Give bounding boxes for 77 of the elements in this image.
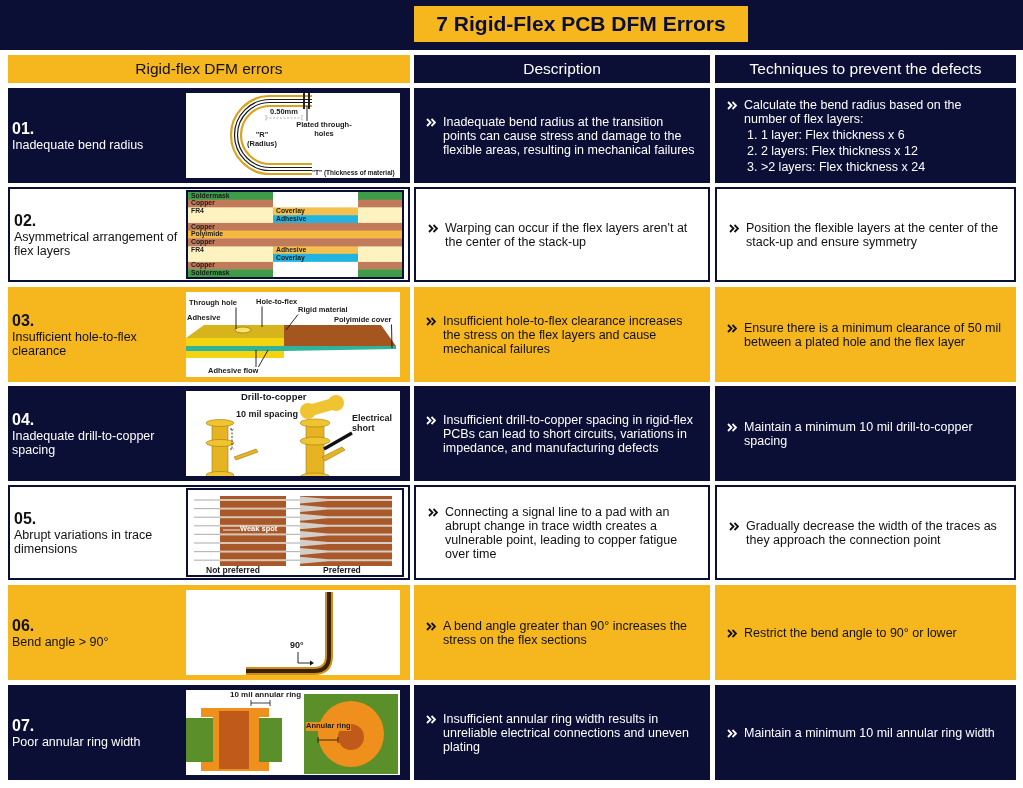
diagram-label: 10 mil annular ring: [230, 690, 302, 699]
illustration-panel: [184, 290, 402, 379]
technique-cell: [715, 88, 1016, 183]
description-cell: [414, 685, 710, 780]
leader-line: [222, 529, 241, 531]
leader-line: [285, 314, 299, 331]
description-text: Connecting a signal line to a pad with an abrupt change in trace width creates a vulnerable point, leading to copper fatigue over time: [445, 504, 679, 561]
error-name: Insufficient hole-to-flex clearance: [12, 330, 138, 358]
row-card: [8, 88, 410, 183]
row-number: 02.: [14, 211, 38, 230]
technique-cell: [715, 585, 1016, 680]
description-text: Inadequate bend radius at the transition points can cause stress and damage to the flexible areas, resulting in mechanical failures: [443, 114, 696, 157]
description-text: A bend angle greater than 90° increases the stress on the flex sections: [443, 618, 689, 647]
description-cell: [414, 585, 710, 680]
technique-text: Ensure there is a minimum clearance of 50 mil between a plated hole and the flex layer: [744, 320, 1003, 349]
row-number: 05.: [14, 509, 38, 528]
leader-line: [257, 349, 269, 368]
description-cell: [414, 386, 710, 481]
technique-text: Maintain a minimum 10 mil drill-to-copper spacing: [744, 419, 974, 448]
row-card: [8, 485, 410, 580]
row-number: 04.: [12, 410, 36, 429]
row-card: [8, 585, 410, 680]
diagram-label: 10 mil spacing: [236, 409, 299, 419]
technique-text: Gradually decrease the width of the traces as they approach the connection point: [746, 518, 998, 547]
diagram-label: Drill-to-copper: [241, 392, 307, 403]
illustration-panel: [184, 91, 402, 180]
technique-cell: [715, 485, 1016, 580]
error-name: Asymmetrical arrangement of flex layers: [14, 230, 179, 258]
description-text: Insufficient annular ring width results in unreliable electrical connections and uneven plating: [443, 711, 690, 754]
column-header: Description: [414, 55, 710, 83]
leader-line: [255, 349, 257, 368]
callout-label: Electrical short: [352, 413, 398, 433]
error-name: Bend angle > 90°: [12, 635, 110, 649]
illustration-panel: [186, 488, 404, 577]
leader-line: [235, 307, 237, 330]
technique-cell: [715, 287, 1016, 382]
technique-text: Restrict the bend angle to 90° or lower: [744, 625, 957, 640]
error-name: Inadequate drill-to-copper spacing: [12, 429, 156, 457]
row-card: [8, 386, 410, 481]
description-cell: [414, 287, 710, 382]
column-header: Techniques to prevent the defects: [715, 55, 1016, 83]
leader-line: [323, 431, 353, 451]
row-number: 03.: [12, 311, 36, 330]
leader-line: [261, 306, 263, 328]
row-card: [8, 187, 410, 282]
description-text: Warping can occur if the flex layers aren't at the center of the stack-up: [445, 220, 689, 249]
list-item: 3. >2 layers: Flex thickness x 24: [747, 159, 926, 174]
description-cell: [414, 187, 710, 282]
row-card: [8, 685, 410, 780]
title: 7 Rigid-Flex PCB DFM Errors: [414, 6, 748, 42]
row-number: 07.: [12, 716, 36, 735]
description-cell: [414, 485, 710, 580]
list-item: 1. 1 layer: Flex thickness x 6: [747, 127, 905, 142]
row-number: 01.: [12, 119, 36, 138]
technique-text: Calculate the bend radius based on the number of flex layers:: [744, 97, 963, 126]
technique-cell: [715, 386, 1016, 481]
column-header: Rigid-flex DFM errors: [8, 55, 410, 83]
diagram-label: Not preferred: [206, 566, 260, 576]
description-text: Insufficient hole-to-flex clearance increases the stress on the flex layers and cause mechanical failures: [443, 313, 684, 356]
illustration-panel: [184, 588, 402, 677]
diagram-label: 90°: [290, 640, 304, 650]
error-name: Inadequate bend radius: [12, 138, 145, 152]
illustration-panel: [184, 389, 402, 478]
description-cell: [414, 88, 710, 183]
error-name: Poor annular ring width: [12, 735, 142, 749]
technique-text: Maintain a minimum 10 mil annular ring width: [744, 725, 995, 740]
technique-cell: [715, 685, 1016, 780]
leader-line: [306, 105, 308, 122]
description-text: Insufficient drill-to-copper spacing in rigid-flex PCBs can lead to short circuits, variations in impedance, and manufacturing defects: [443, 412, 694, 455]
row-card: [8, 287, 410, 382]
leader-line: [391, 324, 393, 349]
technique-cell: [715, 187, 1016, 282]
technique-text: Position the flexible layers at the center of the stack-up and ensure symmetry: [746, 220, 1000, 249]
error-name: Abrupt variations in trace dimensions: [14, 528, 154, 556]
diagram-label: Preferred: [323, 566, 361, 576]
row-number: 06.: [12, 616, 36, 635]
list-item: 2. 2 layers: Flex thickness x 12: [747, 143, 918, 158]
